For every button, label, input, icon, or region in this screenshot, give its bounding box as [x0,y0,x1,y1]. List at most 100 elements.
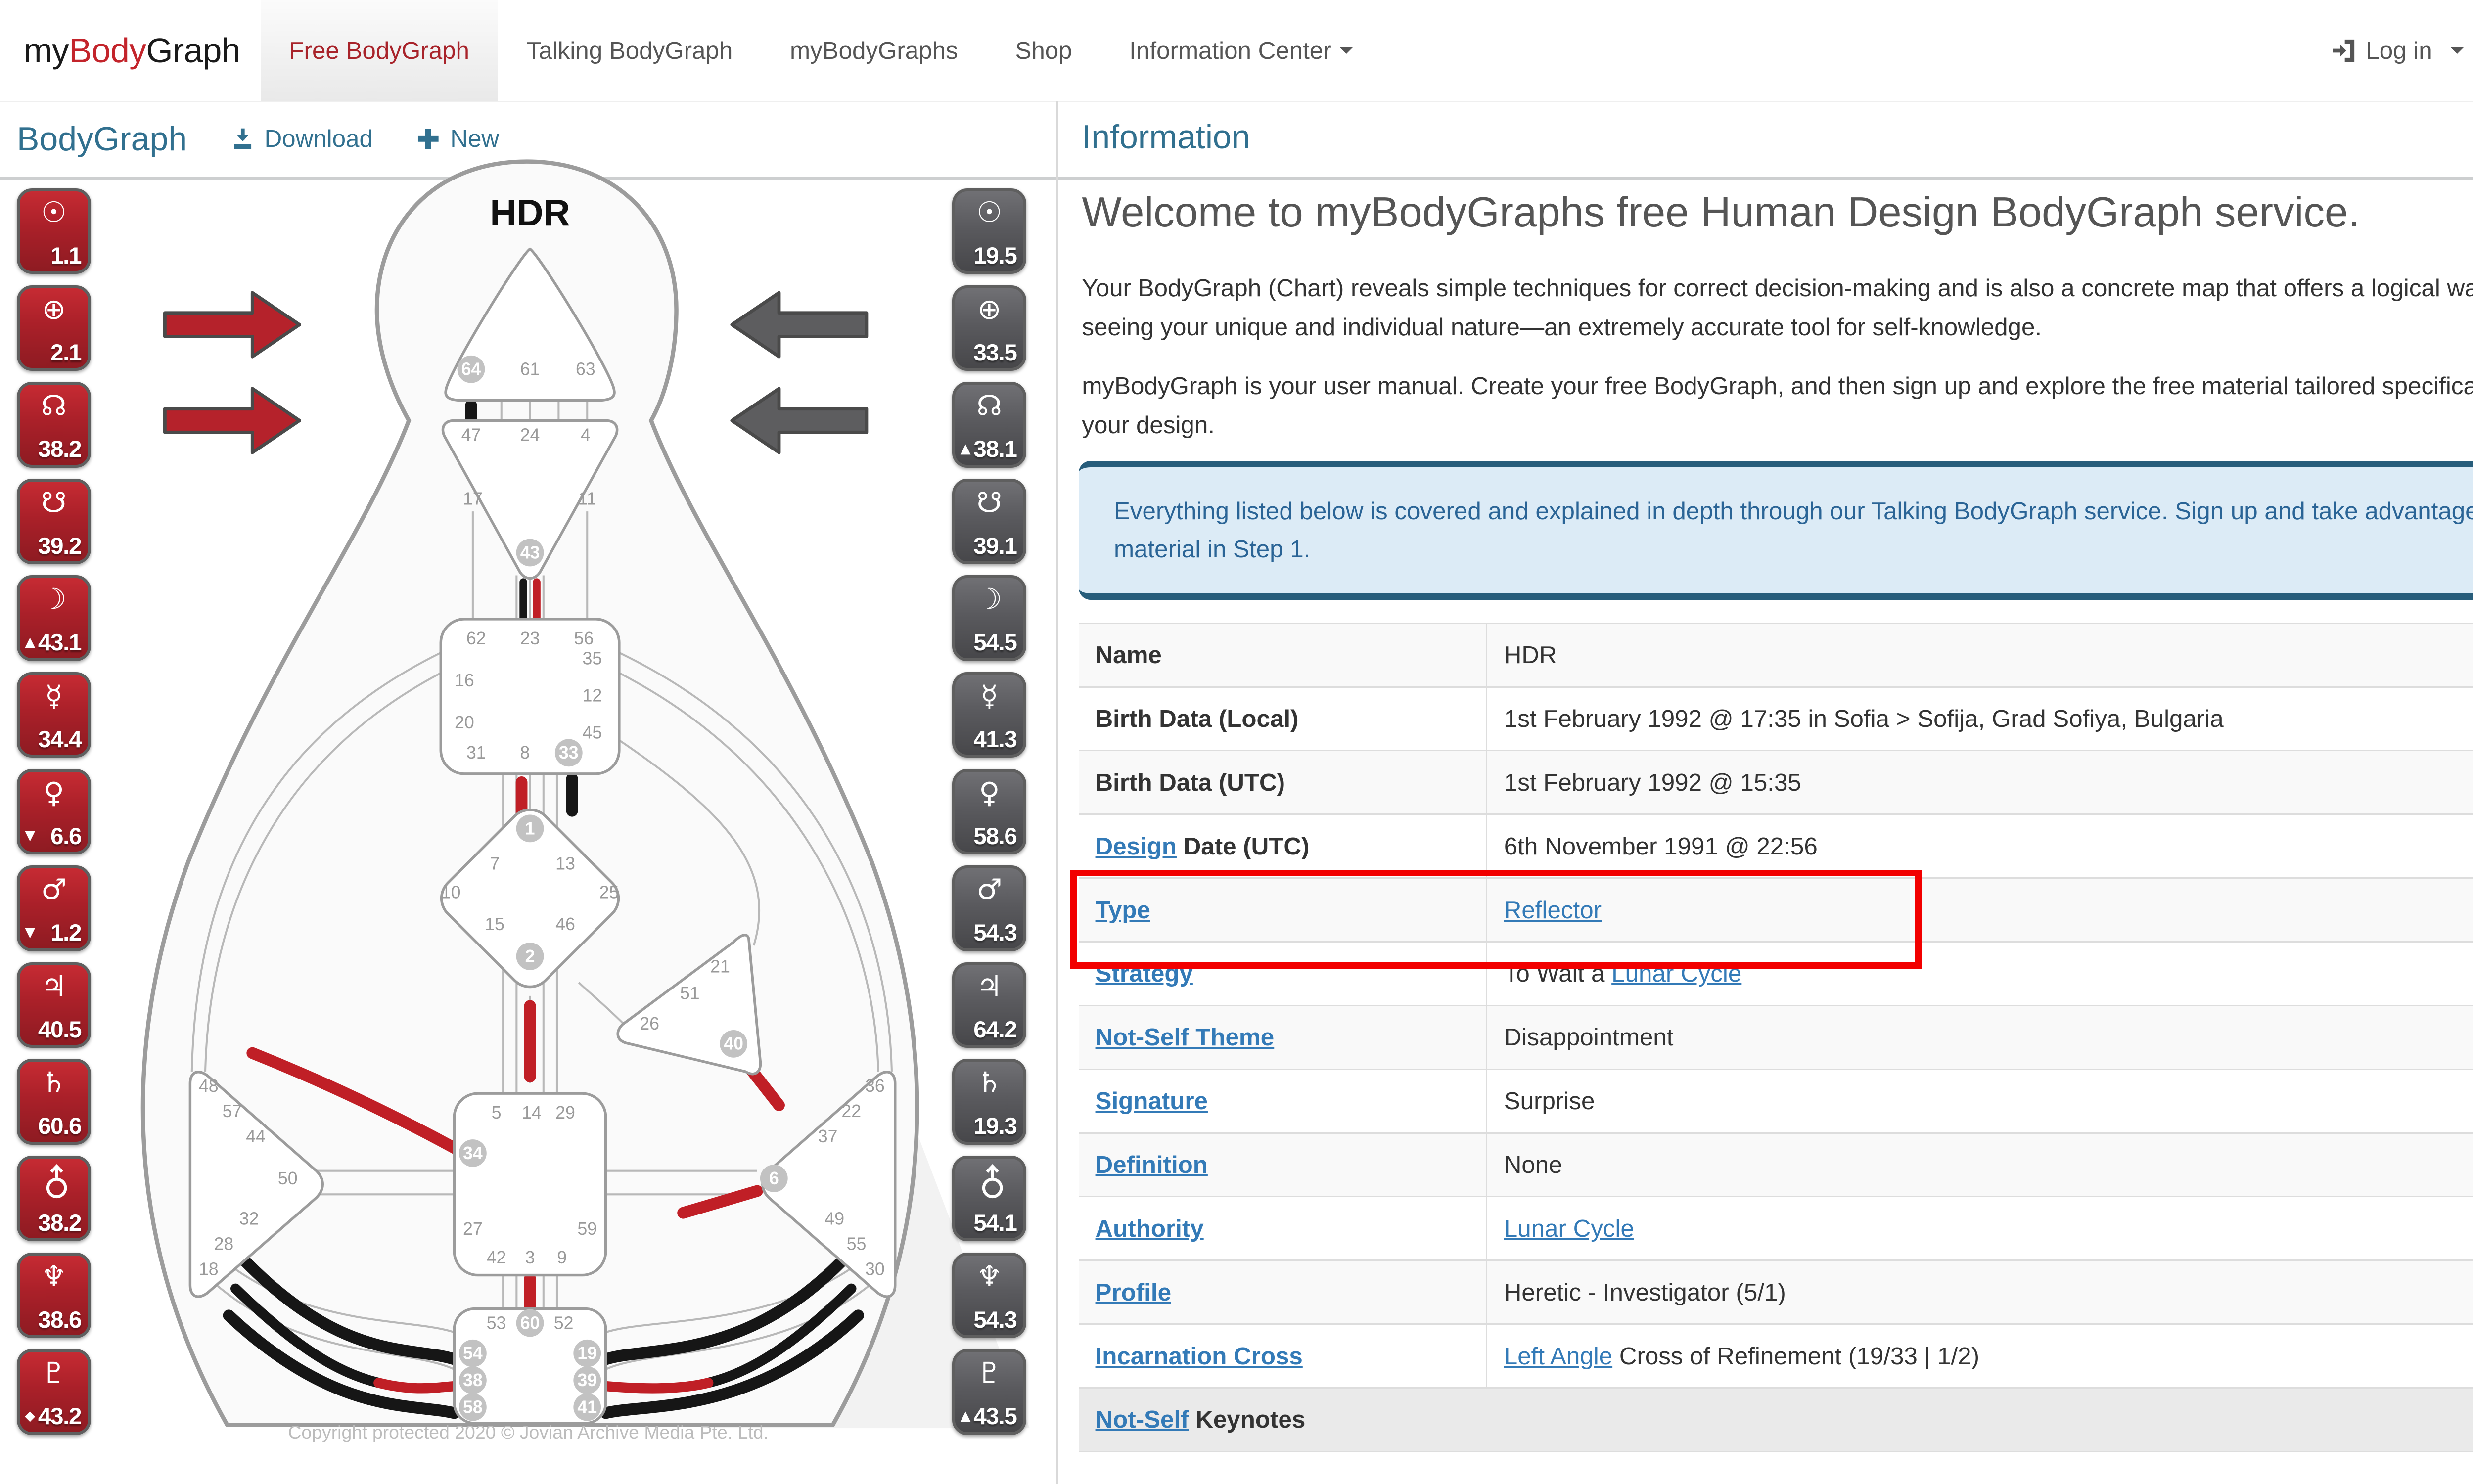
neptune-icon: ♆ [41,1259,67,1293]
gate-30-label: 30 [865,1259,885,1279]
gate-11-label: 11 [578,489,596,509]
gate-15-label: 15 [485,914,504,934]
head-center [444,247,616,402]
tab-shop[interactable]: Shop [1015,37,1072,64]
tab-information-center[interactable]: Information Center [1100,0,1381,101]
personality-badge-mars: ♂54.3 [952,865,1027,951]
download-button[interactable]: Download [231,125,373,153]
north-node-icon: ☊ [41,389,67,423]
link-not-self-theme[interactable]: Not-Self Theme [1095,1024,1275,1051]
tab-talking-bodygraph[interactable]: Talking BodyGraph [526,37,733,64]
gate-51-label: 51 [680,984,700,1003]
tab-mybodygraphs[interactable]: myBodyGraphs [789,37,958,64]
earth-icon: ⊕ [977,292,1002,326]
gate-39-circle [573,1366,601,1394]
intro-paragraph-2: myBodyGraph is your user manual. Create … [1082,372,2473,439]
gate-34-circle [459,1139,487,1167]
header-divider [0,177,2473,180]
gate-58-label: 58 [463,1397,483,1417]
login-button[interactable]: Log in [2331,37,2464,65]
logo-suffix: Graph [146,31,240,70]
nav-right: Log in Sign Up [2331,0,2473,101]
logo-highlight: Body [69,31,146,70]
gate-58-circle [459,1393,487,1421]
gate-line-value: 19.5 [973,243,1017,270]
gate-2-label: 2 [525,946,535,966]
gate-39-label: 39 [577,1370,597,1390]
g-center [440,808,620,989]
text-1st-february-1992-15-35: 1st February 1992 @ 15:35 [1504,768,1801,796]
gate-line-value: 39.2 [38,533,82,559]
new-button[interactable]: New [416,125,499,153]
link-strategy[interactable]: Strategy [1095,960,1193,988]
gate-26-label: 26 [640,1014,659,1034]
gate-60-label: 60 [520,1313,540,1333]
gate-35-label: 35 [583,649,602,669]
mars-icon: ♂ [976,872,1003,906]
gate-18-label: 18 [199,1259,219,1279]
gate-9-label: 9 [557,1248,567,1267]
link-lunar-cycle[interactable]: Lunar Cycle [1611,960,1742,988]
personality-badge-mercury: ☿41.3 [952,672,1027,758]
link-incarnation-cross[interactable]: Incarnation Cross [1095,1342,1303,1370]
gate-56-label: 56 [574,629,594,648]
venus-icon: ♀ [43,775,65,809]
gate-27-label: 27 [463,1219,483,1239]
link-profile[interactable]: Profile [1095,1278,1171,1306]
gate-42-label: 42 [487,1248,506,1267]
personality-badge-jupiter: ♃64.2 [952,962,1027,1048]
link-reflector[interactable]: Reflector [1504,896,1602,924]
dignity-marker: ◆ [25,1408,36,1424]
gate-21-label: 21 [710,956,730,976]
jupiter-icon: ♃ [41,969,67,1003]
gate-7-label: 7 [490,854,500,874]
dignity-marker: ▲ [960,441,971,456]
gate-2-circle [516,943,544,970]
link-left-angle[interactable]: Left Angle [1504,1342,1613,1370]
gate-32-label: 32 [239,1209,259,1228]
login-icon [2333,39,2355,62]
design-badge-uranus: 38.2 [17,1155,91,1242]
text-to-wait-a: To Wait a [1504,960,1612,988]
link-signature[interactable]: Signature [1095,1087,1208,1115]
sun-icon: ☉ [41,195,67,229]
text-date-utc: Date (UTC) [1176,832,1310,860]
personality-badge-saturn: ♄19.3 [952,1059,1027,1145]
link-not-self[interactable]: Not-Self [1095,1406,1189,1434]
text-name: Name [1095,641,1162,669]
design-badge-venus: ♀▼6.6 [17,768,91,855]
uranus-icon [46,1164,67,1199]
gate-43-circle [516,539,544,567]
ajna-center [441,419,619,580]
link-type[interactable]: Type [1095,896,1150,924]
design-badge-jupiter: ♃40.5 [17,962,91,1048]
information-title: Information [1082,118,1250,156]
link-authority[interactable]: Authority [1095,1214,1204,1242]
logo-prefix: my [23,31,69,70]
design-badge-earth: ⊕ 2.1 [17,285,91,371]
gate-33-circle [554,739,583,767]
link-design[interactable]: Design [1095,832,1177,860]
moon-icon: ☽ [41,582,67,616]
gate-64-label: 64 [461,360,481,379]
intro-paragraph-1: Your BodyGraph (Chart) reveals simple te… [1082,274,2473,341]
gate-40-circle [720,1030,748,1058]
gate-41-label: 41 [577,1397,597,1417]
gate-34-label: 34 [463,1143,483,1163]
tab-free-bodygraph[interactable]: Free BodyGraph [260,0,498,101]
gate-38-label: 38 [463,1370,483,1390]
link-lunar-cycle[interactable]: Lunar Cycle [1504,1214,1634,1242]
earth-icon: ⊕ [42,292,66,326]
gate-line-value: 41.3 [973,726,1017,753]
gate-47-label: 47 [461,425,481,445]
moon-icon: ☽ [976,582,1003,616]
gate-line-value: 54.1 [973,1210,1017,1237]
gate-46-label: 46 [555,914,575,934]
gate-44-label: 44 [246,1126,266,1146]
link-definition[interactable]: Definition [1095,1151,1208,1178]
gate-line-value: 2.1 [50,339,82,366]
